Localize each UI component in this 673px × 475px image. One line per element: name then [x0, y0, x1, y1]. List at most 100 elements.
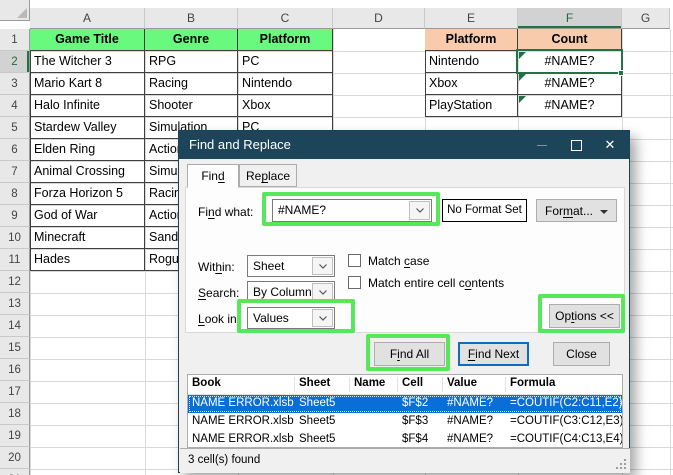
- column-header-D[interactable]: D: [333, 8, 425, 29]
- data-cell[interactable]: The Witcher 3: [30, 51, 145, 73]
- data-cell[interactable]: Elden Ring: [30, 139, 145, 161]
- row-header-16[interactable]: 16: [0, 359, 30, 381]
- row-header-7[interactable]: 7: [0, 161, 30, 183]
- result-cell: =COUTIF(C2:C11,E2): [510, 397, 623, 409]
- results-column-formula[interactable]: Formula: [510, 377, 556, 389]
- data-cell[interactable]: RPG: [145, 51, 238, 73]
- row-header-12[interactable]: 12: [0, 271, 30, 293]
- summary-count-cell[interactable]: #NAME?: [518, 95, 622, 117]
- summary-platform-cell[interactable]: Xbox: [425, 73, 518, 95]
- maximize-button[interactable]: [559, 131, 593, 159]
- result-cell: $F$4: [402, 433, 429, 445]
- match-case-checkbox[interactable]: [348, 254, 361, 267]
- row-header-8[interactable]: 8: [0, 183, 30, 205]
- column-header-E[interactable]: E: [425, 8, 518, 29]
- find-what-dropdown-button[interactable]: [409, 201, 430, 220]
- row-header-3[interactable]: 3: [0, 73, 30, 95]
- select-all-corner[interactable]: [0, 0, 30, 21]
- search-dropdown-button[interactable]: [312, 283, 333, 301]
- column-header-F[interactable]: F: [518, 8, 622, 29]
- results-column-cell[interactable]: Cell: [402, 377, 424, 389]
- within-dropdown-button[interactable]: [312, 257, 333, 275]
- result-cell: Sheet5: [299, 433, 336, 445]
- results-column-name[interactable]: Name: [354, 377, 386, 389]
- result-cell: Sheet5: [299, 415, 336, 427]
- row-header-5[interactable]: 5: [0, 117, 30, 139]
- options-button[interactable]: Options <<: [549, 304, 620, 328]
- minimize-icon: [537, 144, 547, 146]
- minimize-button[interactable]: [525, 131, 559, 159]
- column-separator: [397, 377, 398, 392]
- data-cell[interactable]: Stardew Valley: [30, 117, 145, 139]
- result-cell: $F$3: [402, 415, 429, 427]
- data-cell[interactable]: Racing: [145, 73, 238, 95]
- find-what-combo[interactable]: #NAME?: [272, 199, 432, 222]
- summary-platform-cell[interactable]: Nintendo: [425, 51, 518, 73]
- row-header-1[interactable]: 1: [0, 29, 30, 51]
- search-dropdown[interactable]: By Columns: [247, 281, 335, 303]
- result-cell: #NAME?: [447, 397, 494, 409]
- format-button[interactable]: Format...: [536, 199, 617, 222]
- row-header-10[interactable]: 10: [0, 227, 30, 249]
- row-header-18[interactable]: 18: [0, 403, 30, 425]
- data-cell[interactable]: Animal Crossing: [30, 161, 145, 183]
- chevron-down-icon: [318, 289, 327, 295]
- header-cell-genre[interactable]: Genre: [145, 29, 238, 51]
- column-header-C[interactable]: C: [238, 8, 333, 29]
- row-header-20[interactable]: 20: [0, 447, 30, 469]
- header-cell-platform[interactable]: Platform: [238, 29, 333, 51]
- row-header-11[interactable]: 11: [0, 249, 30, 271]
- find-all-button[interactable]: Find All: [374, 342, 445, 366]
- close-window-button[interactable]: ✕: [593, 131, 627, 159]
- data-cell[interactable]: God of War: [30, 205, 145, 227]
- data-cell[interactable]: Forza Horizon 5: [30, 183, 145, 205]
- resize-grip-icon[interactable]: [624, 459, 626, 461]
- results-column-sheet[interactable]: Sheet: [299, 377, 331, 389]
- chevron-down-icon: [415, 208, 424, 213]
- row-header-9[interactable]: 9: [0, 205, 30, 227]
- summary-header-cell-count[interactable]: Count: [518, 29, 622, 51]
- data-cell[interactable]: Hades: [30, 249, 145, 271]
- data-cell[interactable]: Minecraft: [30, 227, 145, 249]
- row-header-17[interactable]: 17: [0, 381, 30, 403]
- row-header-14[interactable]: 14: [0, 315, 30, 337]
- summary-platform-cell[interactable]: PlayStation: [425, 95, 518, 117]
- summary-count-cell[interactable]: #NAME?: [518, 73, 622, 95]
- find-next-button[interactable]: Find Next: [458, 342, 529, 366]
- row-header-13[interactable]: 13: [0, 293, 30, 315]
- row-header-15[interactable]: 15: [0, 337, 30, 359]
- close-button[interactable]: Close: [553, 342, 610, 366]
- tab-replace[interactable]: Replace: [239, 164, 297, 187]
- look-in-dropdown[interactable]: Values: [247, 307, 335, 329]
- gridline: [30, 73, 673, 74]
- data-cell[interactable]: PC: [238, 51, 333, 73]
- data-cell[interactable]: Halo Infinite: [30, 95, 145, 117]
- summary-header-cell-platform[interactable]: Platform: [425, 29, 518, 51]
- summary-count-cell[interactable]: #NAME?: [518, 51, 622, 73]
- row-header-19[interactable]: 19: [0, 425, 30, 447]
- column-header-B[interactable]: B: [145, 8, 238, 29]
- result-cell: #NAME?: [447, 415, 494, 427]
- within-dropdown[interactable]: Sheet: [247, 255, 335, 277]
- row-header-21[interactable]: 21: [0, 469, 30, 475]
- column-header-G[interactable]: G: [622, 8, 670, 29]
- search-label: Search:: [198, 286, 240, 300]
- results-column-value[interactable]: Value: [447, 377, 478, 389]
- dialog-titlebar[interactable]: Find and Replace ✕: [179, 131, 629, 159]
- tab-find[interactable]: Find: [187, 164, 239, 188]
- row-header-2[interactable]: 2: [0, 51, 30, 73]
- match-entire-checkbox[interactable]: [348, 276, 361, 289]
- data-cell[interactable]: Nintendo: [238, 73, 333, 95]
- data-cell[interactable]: Xbox: [238, 95, 333, 117]
- row-header-4[interactable]: 4: [0, 95, 30, 117]
- header-cell-game-title[interactable]: Game Title: [30, 29, 145, 51]
- look-in-dropdown-button[interactable]: [312, 309, 333, 327]
- column-header-A[interactable]: A: [30, 8, 145, 29]
- row-header-6[interactable]: 6: [0, 139, 30, 161]
- data-cell[interactable]: Shooter: [145, 95, 238, 117]
- data-cell[interactable]: Mario Kart 8: [30, 73, 145, 95]
- results-column-book[interactable]: Book: [192, 377, 221, 389]
